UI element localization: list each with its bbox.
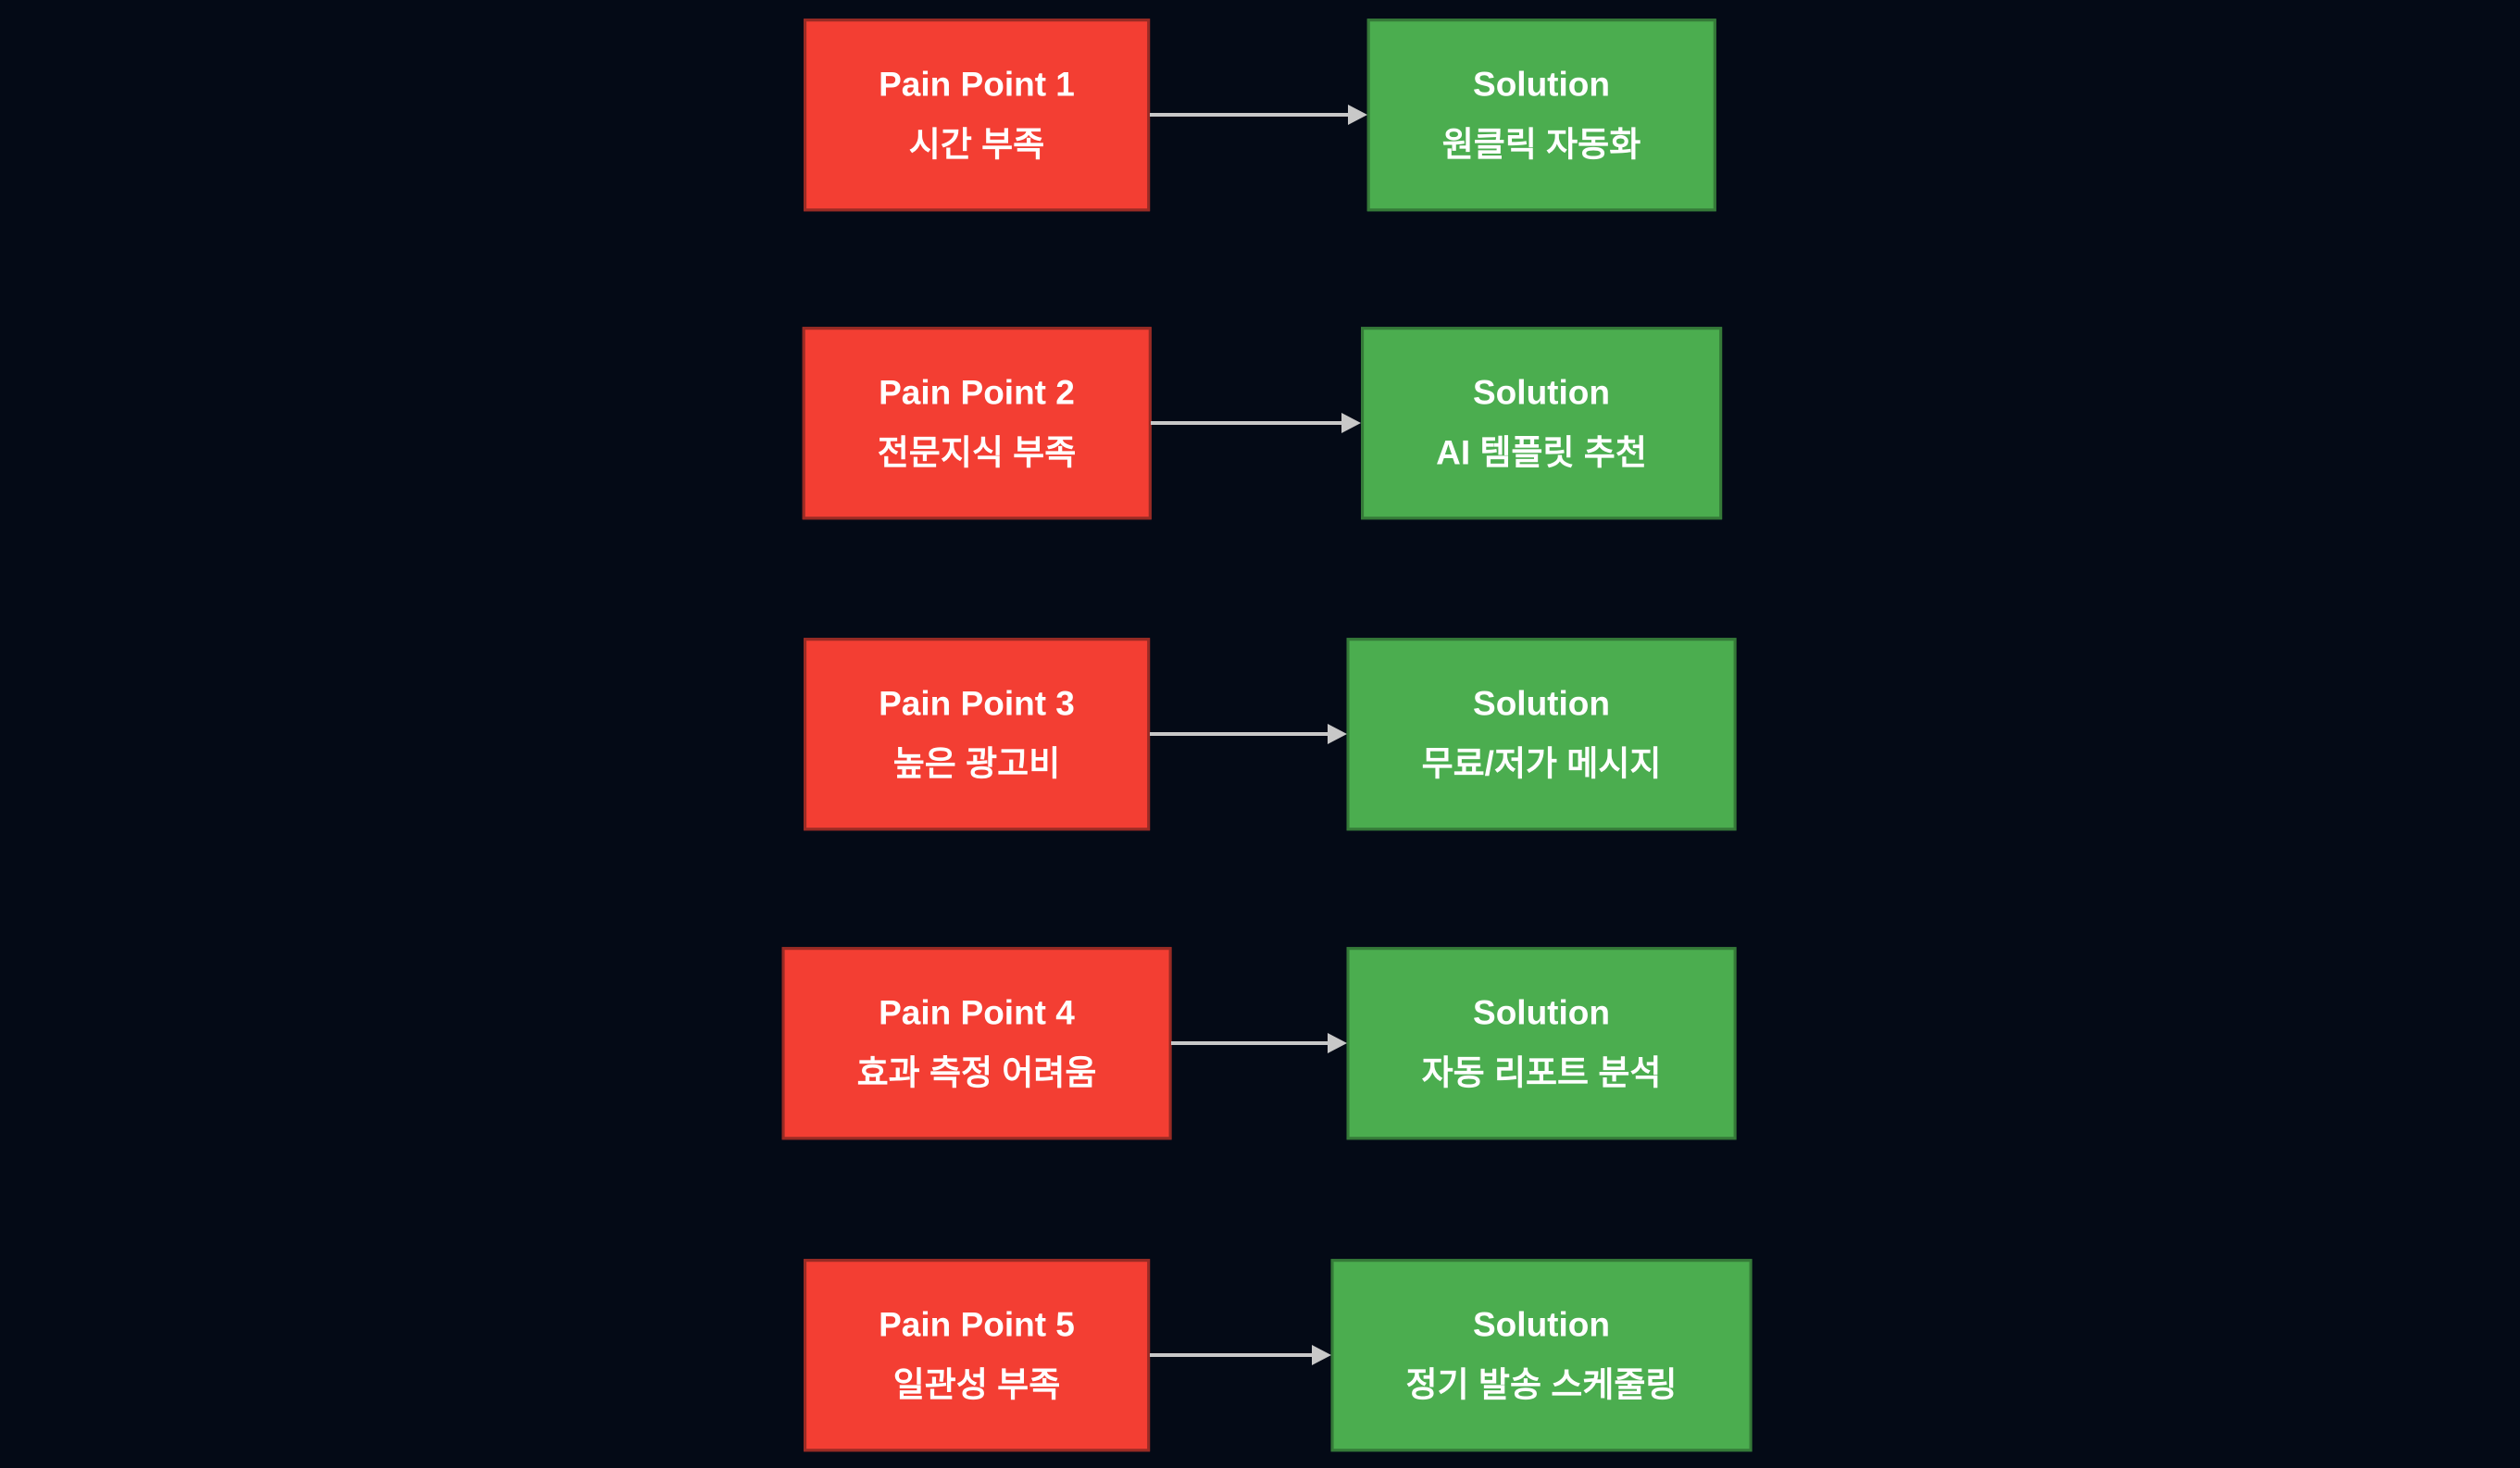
solution-subtitle: 무료/저가 메시지 — [1421, 744, 1662, 782]
solution-subtitle: 자동 리포트 분석 — [1421, 1053, 1662, 1091]
pain-point-title: Pain Point 4 — [879, 993, 1075, 1032]
arrow — [1171, 1033, 1347, 1053]
solution-title: Solution — [1473, 65, 1610, 104]
arrow-head-icon — [1327, 724, 1347, 744]
arrow-line — [1149, 113, 1350, 117]
solution-title: Solution — [1473, 1305, 1610, 1344]
pain-point-subtitle: 일관성 부족 — [892, 1365, 1061, 1403]
solution-subtitle: AI 템플릿 추천 — [1436, 433, 1647, 471]
solution-title: Solution — [1473, 684, 1610, 723]
pain-point-subtitle: 시간 부족 — [908, 125, 1045, 163]
arrow-line — [1151, 421, 1344, 425]
solution-box: Solution 자동 리포트 분석 — [1346, 947, 1737, 1139]
pain-point-subtitle: 전문지식 부족 — [877, 433, 1077, 471]
solution-title: Solution — [1473, 373, 1610, 412]
pain-point-box: Pain Point 3 높은 광고비 — [804, 638, 1150, 830]
pain-point-subtitle: 높은 광고비 — [892, 744, 1061, 782]
arrow-line — [1149, 732, 1329, 736]
pain-point-subtitle: 효과 측정 어려움 — [856, 1053, 1097, 1091]
arrow-head-icon — [1311, 1345, 1331, 1365]
arrow — [1151, 413, 1362, 433]
pain-point-title: Pain Point 1 — [879, 65, 1075, 104]
arrow-head-icon — [1347, 105, 1367, 125]
solution-box: Solution 정기 발송 스케줄링 — [1330, 1259, 1753, 1451]
pain-point-title: Pain Point 3 — [879, 684, 1075, 723]
arrow — [1149, 105, 1367, 125]
solution-box: Solution 무료/저가 메시지 — [1346, 638, 1737, 830]
pain-point-title: Pain Point 2 — [879, 373, 1075, 412]
pain-point-box: Pain Point 1 시간 부족 — [804, 19, 1150, 211]
pain-point-box: Pain Point 2 전문지식 부족 — [802, 327, 1152, 519]
pain-point-title: Pain Point 5 — [879, 1305, 1075, 1344]
arrow-head-icon — [1341, 413, 1362, 433]
solution-box: Solution 원클릭 자동화 — [1366, 19, 1716, 211]
arrow-head-icon — [1327, 1033, 1347, 1053]
pain-point-box: Pain Point 4 효과 측정 어려움 — [781, 947, 1172, 1139]
arrow — [1149, 1345, 1331, 1365]
pain-point-box: Pain Point 5 일관성 부족 — [804, 1259, 1150, 1451]
solution-subtitle: 정기 발송 스케줄링 — [1405, 1365, 1678, 1403]
arrow-line — [1149, 1353, 1314, 1357]
solution-box: Solution AI 템플릿 추천 — [1361, 327, 1722, 519]
arrow-line — [1171, 1041, 1329, 1045]
solution-title: Solution — [1473, 993, 1610, 1032]
arrow — [1149, 724, 1347, 744]
solution-subtitle: 원클릭 자동화 — [1441, 125, 1641, 163]
